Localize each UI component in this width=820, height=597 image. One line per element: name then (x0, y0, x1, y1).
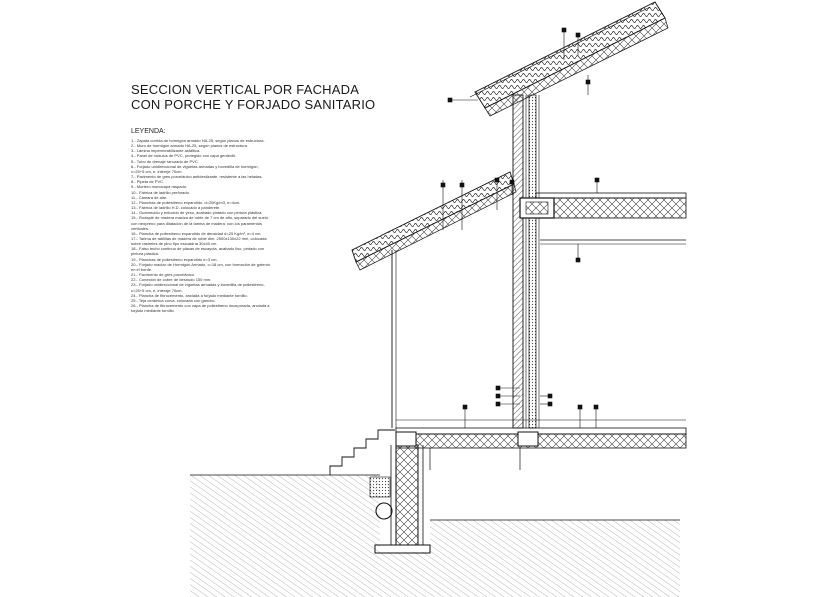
legend-item: 4.- Panel de nódulos de PVC, protegido c… (131, 153, 236, 159)
legend-item: 7.- Pavimento de gres porcelánico antide… (131, 174, 263, 180)
drawing-title: SECCION VERTICAL POR FACHADA CON PORCHE … (131, 82, 375, 112)
legend-item: c=25+5 cm, e. interaje 70cm. (131, 287, 183, 293)
legend-item: 16.- Plancha de poliestireno expandido d… (131, 230, 262, 236)
legend-item: 12.- Planchas de poliestireno expandido,… (131, 199, 241, 205)
legend-item: 22.- Conexión de cobre de desnudo 150 mm… (131, 277, 212, 283)
legend-item: 20.- Forjado macizo de Hormigón Armado, … (131, 261, 271, 267)
porch-column (391, 250, 397, 428)
legend-item: 14.- Guarnecido y enlucido de yeso, acab… (131, 210, 263, 216)
legend-heading: LEYENDA: (131, 128, 166, 135)
legend-item: 10.- Fábrica de ladrillo perforado. (131, 189, 190, 195)
legend-list: 1.- Zapata corrida de hormigón armado HA… (131, 138, 309, 313)
ground-soil (190, 474, 680, 597)
upper-floor-slab (519, 192, 687, 245)
legend-item: sobre rastreles de pino tipo escuadría 3… (131, 241, 218, 247)
legend-item: 26.- Plancha de fibrocemento con capa de… (131, 303, 270, 308)
legend-item: 13.- Fábrica de ladrillo H.D. colocado a… (131, 205, 221, 211)
legend-item: 24.- Plancha de fibrocemento, anclada a … (131, 292, 248, 298)
legend-item: 21.- Pavimento de gres porcelánico. (131, 272, 196, 278)
legend-item: 11.- Cámara de aire. (131, 194, 168, 200)
porch-roof (351, 171, 517, 271)
legend-item: 1.- Zapata corrida de hormigón armado HA… (131, 138, 265, 143)
drain-pipe (375, 502, 393, 520)
legend-item: c=25+5 cm, e. intereje 70cm. (131, 168, 183, 174)
legend-item: 2.- Muro de hormigón armado HA-25, según… (131, 143, 248, 149)
facade-wall (512, 94, 540, 429)
legend-item: forjado mediante tornillo. (131, 308, 175, 314)
legend-item: 8.- Pipeta de PVC. (131, 179, 165, 185)
legend-item: en el borde. (131, 266, 153, 272)
legend-item: 9.- Mortero monocapa raspado. (131, 184, 188, 190)
foundation (369, 444, 431, 554)
legend-item: 6.- Forjado unidireccional de viguetas a… (131, 163, 259, 169)
gravel-fill (369, 476, 391, 498)
legend-item: pintura plástica. (131, 251, 160, 257)
legend-item: 3.- Lámina impermeabilizante asfáltica. (131, 148, 201, 154)
legend-item: 15.- Rodapié de madera maciza de roble d… (131, 215, 268, 221)
legend-item: 18.- Falso techo continuo de placas de e… (131, 246, 265, 252)
legend-item: 19.- Planchas de poliestireno expandido … (131, 256, 218, 262)
ground-floor-slab (395, 419, 687, 470)
drawing-title-line-1: SECCION VERTICAL POR FACHADA (131, 82, 360, 97)
legend-item: 23.- Forjado unidireccional de viguetas … (131, 282, 265, 288)
legend-item: 5.- Tubo de drenaje ranurado de PVC. (131, 158, 199, 164)
legend-item: 17.- Tarima de tablillas de madera de ro… (131, 235, 267, 241)
legend-item: 25.- Teja cerámica curva, colocada con g… (131, 297, 216, 303)
legend-item: verticales. (131, 225, 150, 231)
legend-item: con neopreno para dilatación de la tarim… (131, 220, 262, 226)
drawing-title-line-2: CON PORCHE Y FORJADO SANITARIO (131, 97, 376, 112)
exterior-steps (329, 429, 395, 475)
upper-roof (469, 1, 669, 117)
callout-markers (440, 27, 600, 428)
